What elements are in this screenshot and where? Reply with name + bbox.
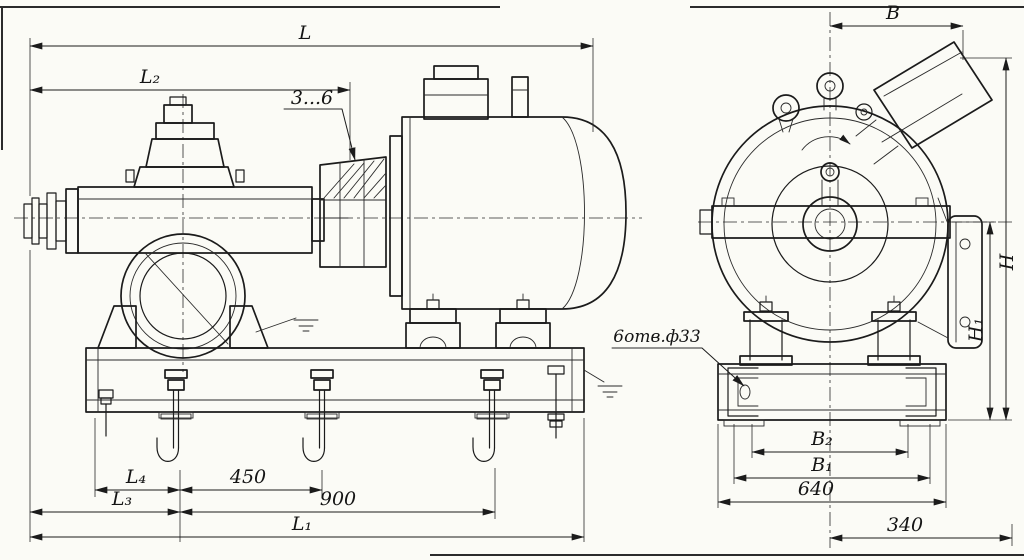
- dim-label-H: Н: [996, 253, 1018, 271]
- electric-motor: [389, 65, 627, 349]
- dim-label-gap: 3...6: [291, 87, 333, 109]
- bottom-extension-lines: [29, 250, 585, 542]
- discharge-flange: [917, 197, 983, 349]
- dimension-B: В: [829, 2, 964, 60]
- dimension-340: 340: [829, 514, 1013, 546]
- dim-label-340: 340: [887, 514, 923, 536]
- dimension-L: L: [29, 22, 594, 196]
- dimension-L3: L₃: [29, 488, 181, 516]
- anchor-bolt: [156, 369, 192, 462]
- dimension-H: Н: [948, 57, 1018, 421]
- dim-label-H1: Н₁: [965, 318, 987, 343]
- eye-bolts: [772, 72, 873, 133]
- dim-label-L1: L₁: [291, 513, 312, 535]
- note-holes-label: 6отв.ф33: [613, 327, 700, 347]
- pump-volute: [120, 233, 246, 359]
- dim-label-640: 640: [798, 478, 834, 500]
- end-feet: [739, 295, 921, 366]
- anchor-bolt: [302, 369, 338, 462]
- dimension-B2: В₂: [751, 424, 909, 458]
- dim-label-450: 450: [229, 466, 266, 488]
- end-view-centerlines: [698, 12, 1016, 548]
- dimension-900: 900: [179, 488, 496, 516]
- dim-label-L4: L₄: [125, 466, 146, 488]
- pump-casing: [77, 96, 349, 254]
- anchor-stud-right: [547, 365, 565, 439]
- ground-symbol: [255, 317, 319, 333]
- dimension-L2: L₂: [29, 66, 351, 160]
- pump-suction-flange: [23, 188, 79, 254]
- dimension-640: 640: [717, 424, 947, 508]
- dim-label-L2: L₂: [139, 66, 160, 88]
- dimension-450: 450: [179, 466, 323, 494]
- dimension-B1: В₁: [733, 424, 931, 484]
- coupling-guard: [319, 156, 387, 268]
- end-view: 6отв.ф33 В В₂ В₁ 640 340: [611, 2, 1018, 548]
- dim-label-L3: L₃: [111, 488, 132, 510]
- sheet-border: [0, 6, 1024, 556]
- dim-label-L: L: [298, 22, 312, 44]
- dim-label-900: 900: [320, 488, 356, 510]
- dimension-coupling-gap: 3...6: [283, 87, 356, 161]
- dimension-H1: Н₁: [952, 221, 996, 421]
- side-view: L L₂ 3...6 L₄ 450 L₃ 900: [14, 22, 642, 542]
- anchor-stud-left: [98, 389, 114, 437]
- end-motor-block: [855, 41, 993, 165]
- anchor-bolt: [472, 369, 508, 462]
- dim-label-B1: В₁: [810, 454, 833, 476]
- dim-label-B: В: [885, 2, 900, 24]
- ground-symbol: [583, 369, 623, 398]
- baseplate: [85, 347, 585, 419]
- note-holes: 6отв.ф33: [611, 327, 745, 387]
- end-baseplate: [717, 363, 947, 427]
- dimension-L1: L₁: [29, 513, 585, 541]
- dim-label-B2: В₂: [810, 428, 833, 450]
- side-view-centerlines: [14, 94, 642, 372]
- rotation-arrow: [801, 134, 851, 151]
- dimension-L4: L₄: [94, 466, 181, 494]
- end-casing: [699, 105, 951, 343]
